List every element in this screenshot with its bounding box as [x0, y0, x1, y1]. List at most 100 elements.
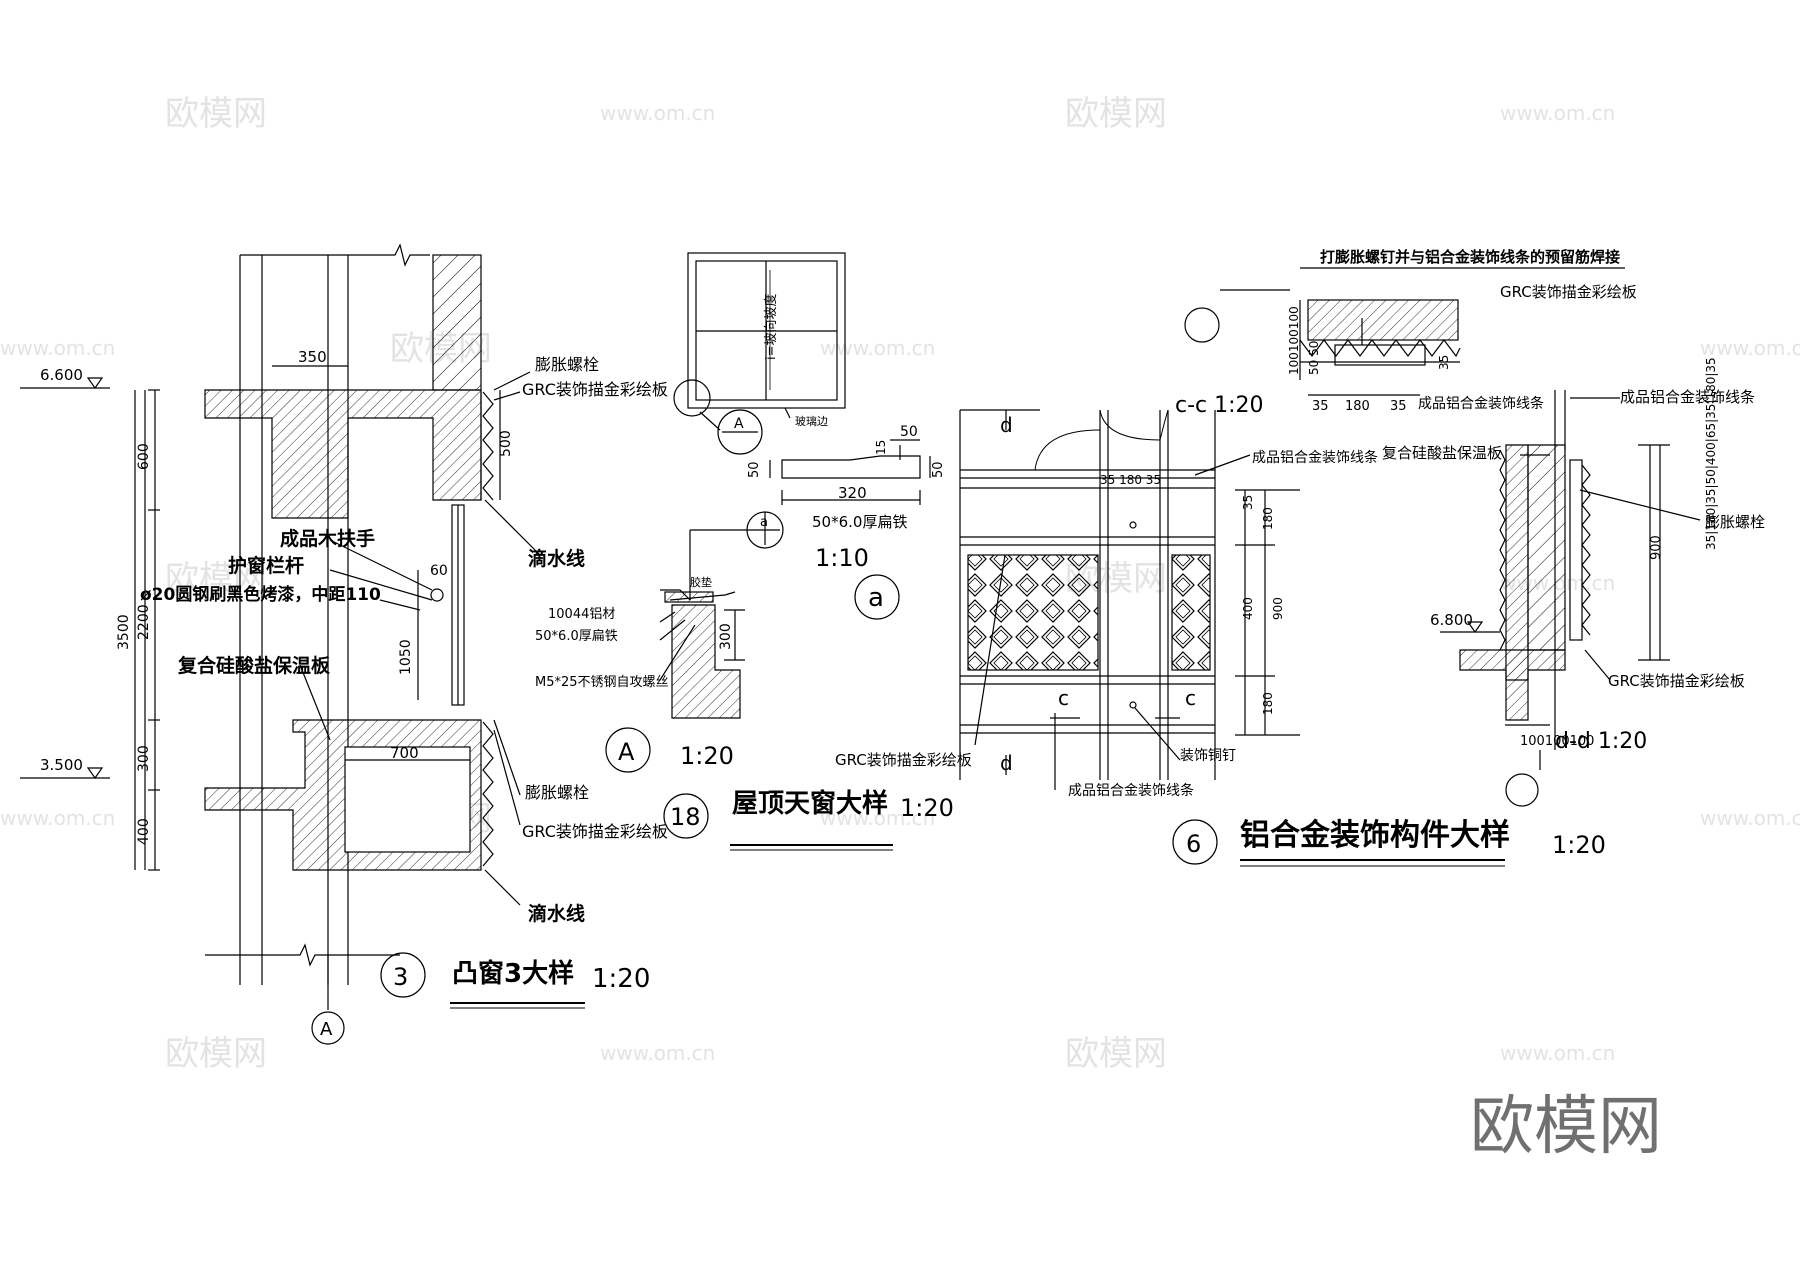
- detail-number: 3: [393, 963, 408, 991]
- detail-6-labels: 打膨胀螺钉并与铝合金装饰线条的预留筋焊接 GRC装饰描金彩绘板 成品铝合金装饰线…: [835, 248, 1765, 859]
- detail-scale: 1:20: [592, 964, 650, 994]
- elevation-c-left: c: [1058, 686, 1069, 710]
- detail-18-labels: i=坡向坡度 A 玻璃边 50 15 50 50 320 50*6.0厚扁铁 1…: [535, 293, 954, 831]
- dd-bolt-label: 膨胀螺栓: [1705, 513, 1765, 531]
- dim-600: 600: [136, 443, 152, 470]
- elevation-bottom: 3.500: [40, 756, 83, 774]
- cc-dim-35b: 35: [1390, 399, 1407, 414]
- dim-350: 350: [298, 348, 327, 366]
- dim-60: 60: [430, 563, 448, 579]
- watermark-site: www.om.cn: [600, 1041, 715, 1065]
- cc-grc-label: GRC装饰描金彩绘板: [1500, 283, 1637, 301]
- cc-dims-left: 100100100: [1287, 306, 1301, 375]
- watermark-brand: 欧模网: [165, 1034, 267, 1074]
- A-ref-top: a: [760, 515, 768, 530]
- dim-1050: 1050: [398, 639, 414, 675]
- detail-number: 6: [1186, 830, 1201, 858]
- elevation-d-bottom: d: [1000, 751, 1013, 775]
- cc-dims-left2: 50 50: [1307, 341, 1321, 375]
- detail-3-bay-window: [20, 243, 585, 1045]
- watermark-site: www.om.cn: [0, 806, 115, 830]
- a-dim-15: 15: [874, 440, 888, 455]
- A-aluminum: 10044铝材: [548, 607, 615, 622]
- label-drip-bottom: 滴水线: [528, 902, 585, 925]
- plan-slope-note: i=坡向坡度: [763, 293, 779, 360]
- A-scale: 1:20: [680, 742, 734, 770]
- label-handrail: 成品木扶手: [280, 527, 375, 550]
- dd-insul-label: 复合硅酸盐保温板: [1382, 444, 1502, 462]
- cc-line-label: 成品铝合金装饰线条: [1418, 395, 1544, 412]
- label-steel: ø20圆钢刷黑色烤漆，中距110: [140, 584, 381, 605]
- detail-3-labels: 6.600 3.500 350 500 700 60 1050 600 2200…: [40, 348, 668, 1040]
- dd-title: d-d 1:20: [1555, 729, 1647, 754]
- watermark-brand: 欧模网: [1065, 1034, 1167, 1074]
- detail-18-skylight: [605, 252, 931, 851]
- detail-scale: 1:20: [1552, 831, 1606, 859]
- watermark-brand: 欧模网: [1065, 94, 1167, 134]
- detail-6-aluminum: [959, 267, 1701, 867]
- detail-title: 铝合金装饰构件大样: [1240, 818, 1510, 853]
- a-dim-50-top: 50: [900, 424, 918, 440]
- cc-dim-35r: 35: [1437, 355, 1451, 370]
- plan-ref: A: [734, 416, 744, 432]
- plan-glass-edge: 玻璃边: [795, 414, 828, 428]
- elevation-line-label2: 成品铝合金装饰线条: [1068, 782, 1194, 799]
- dd-elevation: 6.800: [1430, 611, 1473, 629]
- dim-700: 700: [390, 744, 419, 762]
- cc-dim-180: 180: [1345, 399, 1370, 414]
- cc-dim-35a: 35: [1312, 399, 1329, 414]
- dim-2200: 2200: [136, 604, 152, 640]
- elevation-c-right: c: [1185, 686, 1196, 710]
- elevation-dim-900: 900: [1271, 597, 1285, 620]
- watermark-site: www.om.cn: [820, 336, 935, 360]
- dd-line-label: 成品铝合金装饰线条: [1620, 388, 1755, 406]
- a-ref-circle: a: [868, 583, 884, 613]
- dim-3500: 3500: [116, 614, 132, 650]
- elevation-dim-35: 35: [1241, 495, 1255, 510]
- axis-bubble-a: A: [320, 1019, 333, 1040]
- detail-number: 18: [670, 803, 701, 831]
- watermark-site: www.om.cn: [1700, 336, 1800, 360]
- dd-dims-vertical: 35|180|35|50|400|65|35|180|35: [1704, 357, 1718, 550]
- watermark-site: www.om.cn: [1500, 1041, 1615, 1065]
- detail-scale: 1:20: [900, 794, 954, 822]
- cc-title: c-c 1:20: [1175, 393, 1264, 418]
- detail-title: 屋顶天窗大样: [732, 788, 888, 819]
- watermark-site: www.om.cn: [600, 101, 715, 125]
- A-flat-iron: 50*6.0厚扁铁: [535, 629, 618, 644]
- elevation-top-dims: 35 180 35: [1100, 473, 1161, 487]
- a-scale: 1:10: [815, 544, 869, 572]
- a-note: 50*6.0厚扁铁: [812, 513, 907, 531]
- elevation-d-top: d: [1000, 413, 1013, 437]
- elevation-dim-400: 400: [1241, 597, 1255, 620]
- elevation-nail: 装饰铜钉: [1180, 748, 1236, 764]
- a-dim-320: 320: [838, 484, 867, 502]
- A-screw: M5*25不锈钢自攻螺丝: [535, 675, 669, 690]
- watermark-brand: 欧模网: [165, 94, 267, 134]
- top-note: 打膨胀螺钉并与铝合金装饰线条的预留筋焊接: [1320, 248, 1620, 266]
- A-dim-300: 300: [718, 623, 734, 650]
- elevation-dim-180a: 180: [1261, 507, 1275, 530]
- label-grc-bottom: GRC装饰描金彩绘板: [522, 822, 668, 841]
- elevation-dim-180b: 180: [1261, 692, 1275, 715]
- label-bolt-bottom: 膨胀螺栓: [525, 783, 589, 802]
- a-dim-50-left: 50: [747, 461, 762, 478]
- dim-300: 300: [136, 745, 152, 772]
- watermark-site: www.om.cn: [1700, 806, 1800, 830]
- A-glue: 胶垫: [690, 575, 712, 589]
- label-insulation: 复合硅酸盐保温板: [177, 654, 331, 677]
- elevation-top: 6.600: [40, 366, 83, 384]
- elevation-grc-label: GRC装饰描金彩绘板: [835, 751, 972, 769]
- detail-title: 凸窗3大样: [452, 958, 574, 989]
- watermark-brand-large: 欧模网: [1470, 1090, 1662, 1164]
- dim-500: 500: [498, 430, 514, 457]
- dd-bottom-dims: 100100100: [1520, 734, 1594, 749]
- watermark-brand: 欧模网: [165, 559, 267, 599]
- elevation-line-label: 成品铝合金装饰线条: [1252, 449, 1378, 466]
- label-bolt-top: 膨胀螺栓: [535, 355, 599, 374]
- watermark-site: www.om.cn: [1500, 101, 1615, 125]
- label-grc-top: GRC装饰描金彩绘板: [522, 380, 668, 399]
- dim-400: 400: [136, 818, 152, 845]
- a-dim-50-right: 50: [931, 461, 946, 478]
